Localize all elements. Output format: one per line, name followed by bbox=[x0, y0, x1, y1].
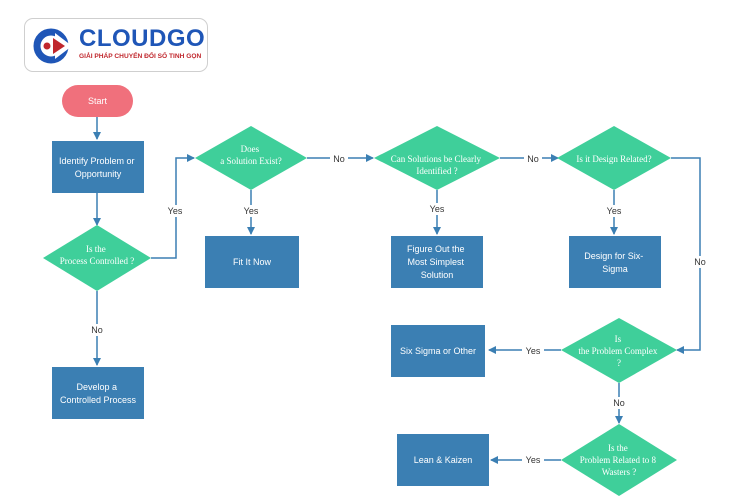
related-wasters-line-3: Wasters ? bbox=[602, 467, 637, 477]
problem-complex-line-1: Is bbox=[615, 334, 622, 344]
svg-text:Can Solutions be Clearly I: Can Solutions be Clearly Identified ? bbox=[391, 154, 484, 176]
edge-label-complex-yes: Yes bbox=[526, 346, 541, 356]
svg-text:Identify Problem or Opport: Identify Problem or Opportunity bbox=[59, 156, 137, 179]
related-wasters-decision bbox=[561, 424, 677, 496]
identify-problem-line-1: Identify Problem or bbox=[59, 156, 135, 166]
fit-it-now-box bbox=[205, 236, 299, 288]
design-related-label: Is it Design Related? bbox=[576, 154, 651, 164]
edge-label-controlled-no: No bbox=[91, 325, 103, 335]
logo-tagline: GIẢI PHÁP CHUYỂN ĐỔI SỐ TINH GỌN bbox=[79, 53, 202, 60]
problem-complex-line-3: ? bbox=[617, 358, 621, 368]
develop-process-line-1: Develop a bbox=[76, 382, 117, 392]
process-controlled-line-1: Is the bbox=[86, 244, 106, 254]
problem-complex-line-2: the Problem Complex bbox=[578, 346, 657, 356]
clearly-identified-line-2: Identified ? bbox=[416, 166, 457, 176]
edge-label-design-no: No bbox=[694, 257, 706, 267]
svg-text:Design for Six- Sigma: Design for Six- Sigma bbox=[584, 251, 646, 274]
edge-label-complex-no: No bbox=[613, 398, 625, 408]
figure-out-line-3: Solution bbox=[421, 270, 454, 280]
svg-text:Is the Problem Related to: Is the Problem Related to 8 Wasters ? bbox=[580, 443, 659, 477]
figure-out-line-1: Figure Out the bbox=[407, 244, 465, 254]
edge-label-clearly-yes: Yes bbox=[430, 204, 445, 214]
develop-process-box bbox=[52, 367, 144, 419]
identify-problem-box bbox=[52, 141, 144, 193]
lean-kaizen-box bbox=[397, 434, 489, 486]
lean-kaizen-label: Lean & Kaizen bbox=[414, 455, 473, 465]
svg-text:Develop a Controlled Proce: Develop a Controlled Process bbox=[60, 382, 137, 405]
design-related-decision bbox=[557, 126, 671, 190]
solution-exist-line-2: a Solution Exist? bbox=[220, 156, 282, 166]
clearly-identified-line-1: Can Solutions be Clearly bbox=[391, 154, 482, 164]
edge-label-design-yes: Yes bbox=[607, 206, 622, 216]
svg-text:Is the Problem Complex: Is the Problem Complex ? bbox=[578, 334, 659, 368]
svg-text:Does a Solution Exist?: Does a Solution Exist? bbox=[220, 144, 282, 166]
problem-complex-decision bbox=[561, 318, 677, 383]
figure-out-line-2: Most Simplest bbox=[407, 257, 464, 267]
figure-out-box bbox=[391, 236, 483, 288]
six-sigma-other-label: Six Sigma or Other bbox=[400, 346, 476, 356]
logo-wordmark: CLOUDGO bbox=[79, 25, 206, 52]
fit-it-now-label: Fit It Now bbox=[233, 257, 272, 267]
related-wasters-line-1: Is the bbox=[608, 443, 628, 453]
cloudgo-logo: CLOUDGO GIẢI PHÁP CHUYỂN ĐỔI SỐ TINH GỌN bbox=[24, 18, 208, 72]
start-node bbox=[62, 85, 133, 117]
edge-design-complex bbox=[671, 157, 701, 354]
solution-exist-line-1: Does bbox=[241, 144, 260, 154]
edge-label-exist-no: No bbox=[333, 154, 345, 164]
related-wasters-line-2: Problem Related to 8 bbox=[580, 455, 657, 465]
start-label: Start bbox=[88, 96, 108, 106]
edge-label-exist-yes: Yes bbox=[244, 206, 259, 216]
identify-problem-line-2: Opportunity bbox=[75, 169, 122, 179]
design-six-sigma-line-2: Sigma bbox=[602, 264, 628, 274]
process-controlled-decision bbox=[43, 225, 151, 291]
cloudgo-logo-icon bbox=[33, 28, 72, 64]
edge-label-controlled-yes: Yes bbox=[168, 206, 183, 216]
edge-label-wasters-yes: Yes bbox=[526, 455, 541, 465]
clearly-identified-decision bbox=[374, 126, 500, 190]
edge-label-clearly-no: No bbox=[527, 154, 539, 164]
process-controlled-line-2: Process Controlled ? bbox=[60, 256, 135, 266]
six-sigma-other-box bbox=[391, 325, 485, 377]
design-six-sigma-box bbox=[569, 236, 661, 288]
develop-process-line-2: Controlled Process bbox=[60, 395, 137, 405]
solution-exist-decision bbox=[195, 126, 307, 190]
svg-text:Figure Out the Most Simple: Figure Out the Most Simplest Solution bbox=[407, 244, 467, 280]
design-six-sigma-line-1: Design for Six- bbox=[584, 251, 643, 261]
svg-text:Is the Process Controlled: Is the Process Controlled ? bbox=[60, 244, 135, 266]
